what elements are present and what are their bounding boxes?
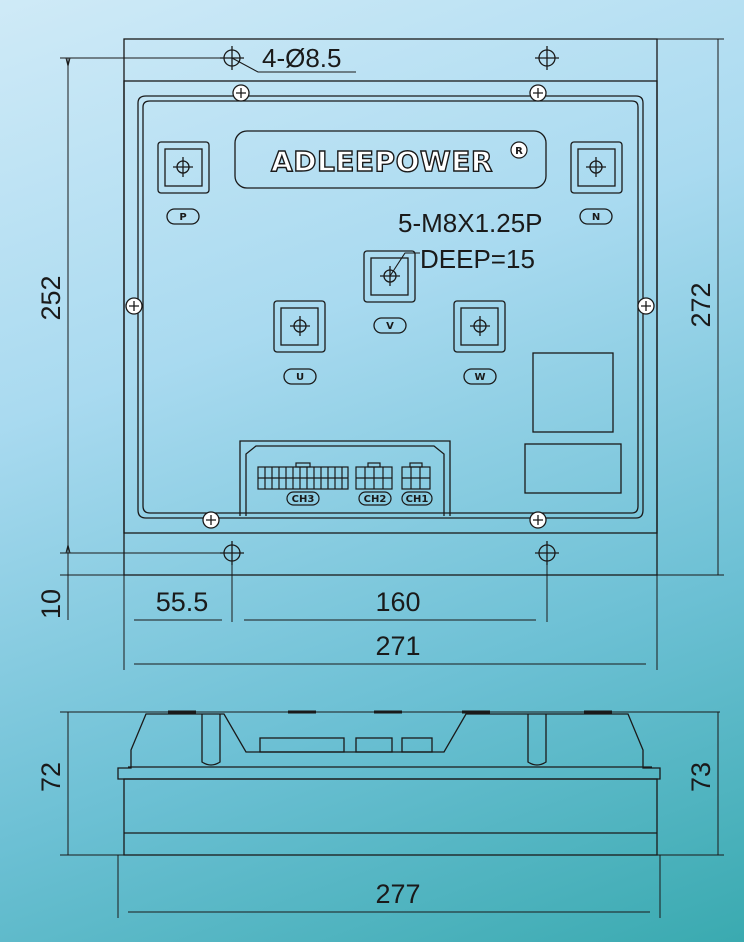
hole-bottom-right-icon bbox=[535, 541, 559, 565]
dimension-lines bbox=[60, 38, 724, 670]
screw-bottom-right bbox=[529, 511, 547, 529]
mounting-plate bbox=[123, 38, 658, 576]
terminal-label-u: U bbox=[296, 372, 304, 383]
connector-label-ch1: CH1 bbox=[406, 494, 429, 505]
terminal-v bbox=[363, 250, 416, 303]
pill-u bbox=[283, 368, 317, 385]
side-connector-3 bbox=[401, 737, 433, 753]
brand-plate bbox=[234, 130, 547, 189]
connector-ch2 bbox=[355, 462, 393, 490]
side-connector-2 bbox=[355, 737, 393, 753]
side-dimension-lines bbox=[60, 711, 724, 918]
hole-top-right-icon bbox=[535, 46, 559, 70]
front-view bbox=[123, 38, 658, 576]
label-box-2 bbox=[524, 443, 622, 494]
side-post-left bbox=[201, 714, 221, 766]
terminal-n bbox=[570, 141, 623, 194]
pill-p bbox=[166, 208, 200, 225]
pill-ch2 bbox=[358, 491, 392, 506]
side-view bbox=[117, 710, 661, 856]
side-base bbox=[123, 778, 658, 856]
pill-ch3 bbox=[286, 491, 320, 506]
dim-side-73: 73 bbox=[686, 762, 716, 792]
connectors bbox=[257, 462, 433, 506]
thread-spec-note: 5-M8X1.25P bbox=[398, 208, 543, 238]
connector-ch1 bbox=[401, 462, 431, 490]
screw-bottom-left bbox=[202, 511, 220, 529]
pill-ch1 bbox=[401, 491, 433, 506]
terminal-blocks bbox=[157, 141, 623, 385]
dim-offset-55-5: 55.5 bbox=[156, 587, 209, 617]
terminal-u bbox=[273, 300, 326, 353]
connector-label-ch2: CH2 bbox=[364, 494, 387, 505]
frame-screws bbox=[125, 84, 655, 529]
hole-bottom-left-icon bbox=[220, 541, 244, 565]
annotation-leaders bbox=[231, 57, 420, 277]
screw-left bbox=[125, 297, 143, 315]
connector-housing-inner bbox=[245, 445, 445, 516]
mounting-hole-note: 4-Ø8.5 bbox=[262, 43, 342, 73]
svg-text:R: R bbox=[515, 146, 523, 157]
inner-frame bbox=[137, 95, 644, 519]
connector-housing bbox=[239, 440, 451, 516]
dim-height-272: 272 bbox=[686, 282, 716, 327]
label-box-1 bbox=[532, 352, 614, 433]
brand-logo: ADLEEPOWER bbox=[271, 145, 493, 178]
terminal-label-n: N bbox=[592, 212, 600, 223]
screw-top-left bbox=[232, 84, 250, 102]
terminal-label-w: W bbox=[474, 372, 485, 383]
terminal-w bbox=[453, 300, 506, 353]
pill-w bbox=[463, 368, 497, 385]
pill-n bbox=[579, 208, 613, 225]
dim-width-271: 271 bbox=[375, 631, 420, 661]
dim-side-72: 72 bbox=[36, 762, 66, 792]
registered-mark-icon: R bbox=[510, 141, 528, 159]
terminal-label-p: P bbox=[179, 212, 186, 223]
side-body bbox=[117, 713, 661, 780]
dim-offset-10: 10 bbox=[36, 589, 66, 619]
connector-ch3 bbox=[257, 462, 349, 490]
side-connector-1 bbox=[259, 737, 345, 753]
inner-frame-2 bbox=[142, 100, 639, 514]
case-body bbox=[123, 80, 658, 534]
pill-v bbox=[373, 317, 407, 334]
side-post-right bbox=[527, 714, 547, 766]
dim-height-252: 252 bbox=[36, 275, 66, 320]
terminal-label-v: V bbox=[386, 321, 394, 332]
dim-spacing-160: 160 bbox=[375, 587, 420, 617]
screw-top-right bbox=[529, 84, 547, 102]
terminal-p bbox=[157, 141, 210, 194]
dim-width-277: 277 bbox=[375, 879, 420, 909]
thread-depth-note: DEEP=15 bbox=[420, 244, 535, 274]
screw-right bbox=[637, 297, 655, 315]
mounting-holes bbox=[220, 46, 559, 565]
connector-label-ch3: CH3 bbox=[292, 494, 315, 505]
